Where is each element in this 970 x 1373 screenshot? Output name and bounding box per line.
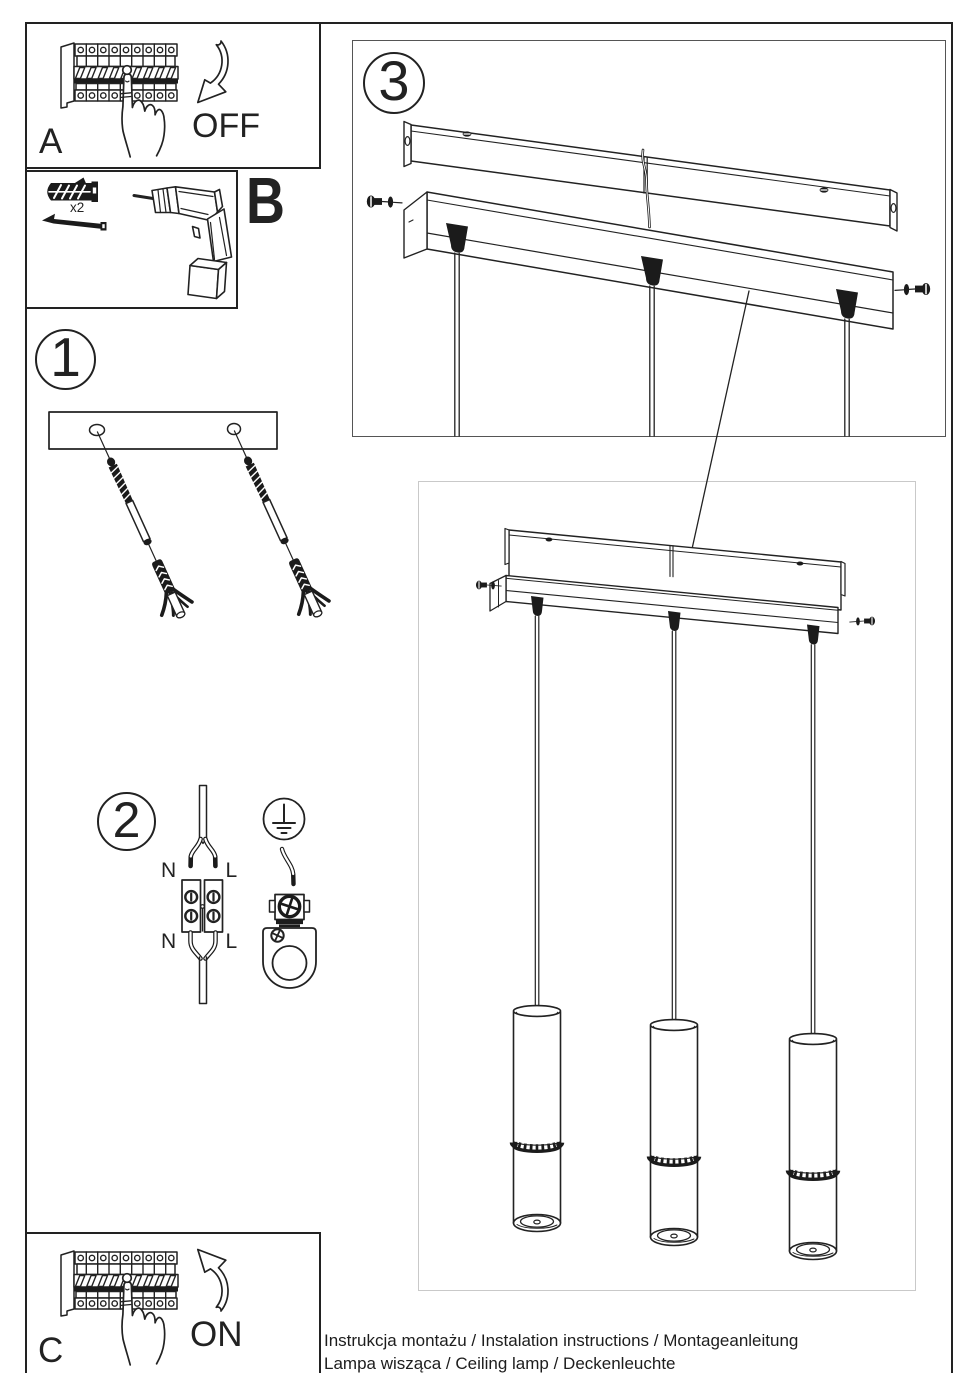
assembled-lamp-illustration: [475, 527, 876, 1260]
pendant-cylinder: [788, 1034, 838, 1260]
panel-b-box: [25, 170, 238, 309]
terminal-label-l-top: L: [225, 859, 238, 882]
panel-b-label: B: [246, 164, 285, 237]
cable-glands: [446, 223, 858, 437]
lamp-preview-box: [418, 481, 916, 1291]
panel-a-caption: OFF: [192, 107, 260, 145]
panel-c-label: C: [38, 1331, 64, 1370]
breaker-strip-with-hand: [60, 1250, 179, 1366]
step-1-number: 1: [50, 326, 81, 388]
page-frame-top: [25, 22, 953, 25]
drill-icon: [132, 186, 233, 300]
lamp-glands: [531, 596, 820, 1040]
terminal-block: [181, 879, 224, 933]
footer-captions: Instrukcja montażu / Instalation instruc…: [324, 1329, 798, 1373]
footer-line-1: Instrukcja montażu / Instalation instruc…: [324, 1330, 799, 1350]
earth-clamp: [268, 893, 311, 928]
step-3-badge: 3: [363, 52, 425, 114]
mounting-step-illustration: [48, 411, 335, 627]
side-screw-left: [366, 194, 403, 209]
anchor-quantity-label: x2: [70, 200, 85, 215]
pendant-cylinder: [512, 1006, 562, 1232]
tools-illustration: [42, 177, 233, 300]
wall-plug-icon: [47, 177, 98, 202]
ceiling-bracket: [403, 120, 898, 232]
step-2-badge: 2: [97, 792, 156, 851]
step-1-badge: 1: [35, 329, 96, 390]
lamp-bracket: [504, 527, 846, 611]
terminal-label-n-top: N: [161, 859, 177, 882]
breaker-off-illustration: [60, 40, 229, 158]
panel-c-caption: ON: [190, 1315, 243, 1354]
screw-icon: [42, 213, 107, 231]
canopy-exploded-illustration: [366, 120, 931, 550]
panel-step3-box: [352, 40, 946, 437]
pendant-cylinder: [649, 1020, 699, 1246]
mains-cable-bottom: [188, 930, 218, 1005]
terminal-label-n-bottom: N: [161, 930, 177, 953]
footer-line-2: Lampa wisząca / Ceiling lamp / Deckenleu…: [324, 1353, 676, 1373]
earth-symbol: [262, 797, 306, 841]
earth-wire: [279, 846, 296, 887]
panel-a-box: [25, 22, 321, 169]
breaker-on-illustration: [60, 1248, 229, 1366]
terminal-label-l-bottom: L: [225, 930, 238, 953]
step-2-number: 2: [112, 791, 141, 848]
panel-c-box: [25, 1232, 321, 1373]
page-frame-right: [951, 22, 954, 1373]
leader-line: [691, 290, 750, 550]
panel-a-label: A: [39, 122, 63, 161]
on-arrow-icon: [196, 1248, 229, 1312]
off-arrow-icon: [196, 40, 229, 104]
breaker-strip-with-hand: [60, 42, 179, 158]
screw-anchor-assembly: [216, 422, 335, 626]
wiring-step-illustration: [181, 784, 317, 1005]
step-3-number: 3: [378, 49, 410, 112]
side-screw-right: [849, 616, 876, 627]
page-frame-left: [25, 22, 28, 1373]
mains-cable-top: [188, 784, 218, 869]
screw-anchor-assembly: [79, 423, 198, 627]
strain-relief: [262, 927, 317, 989]
side-screw-right: [894, 282, 931, 296]
